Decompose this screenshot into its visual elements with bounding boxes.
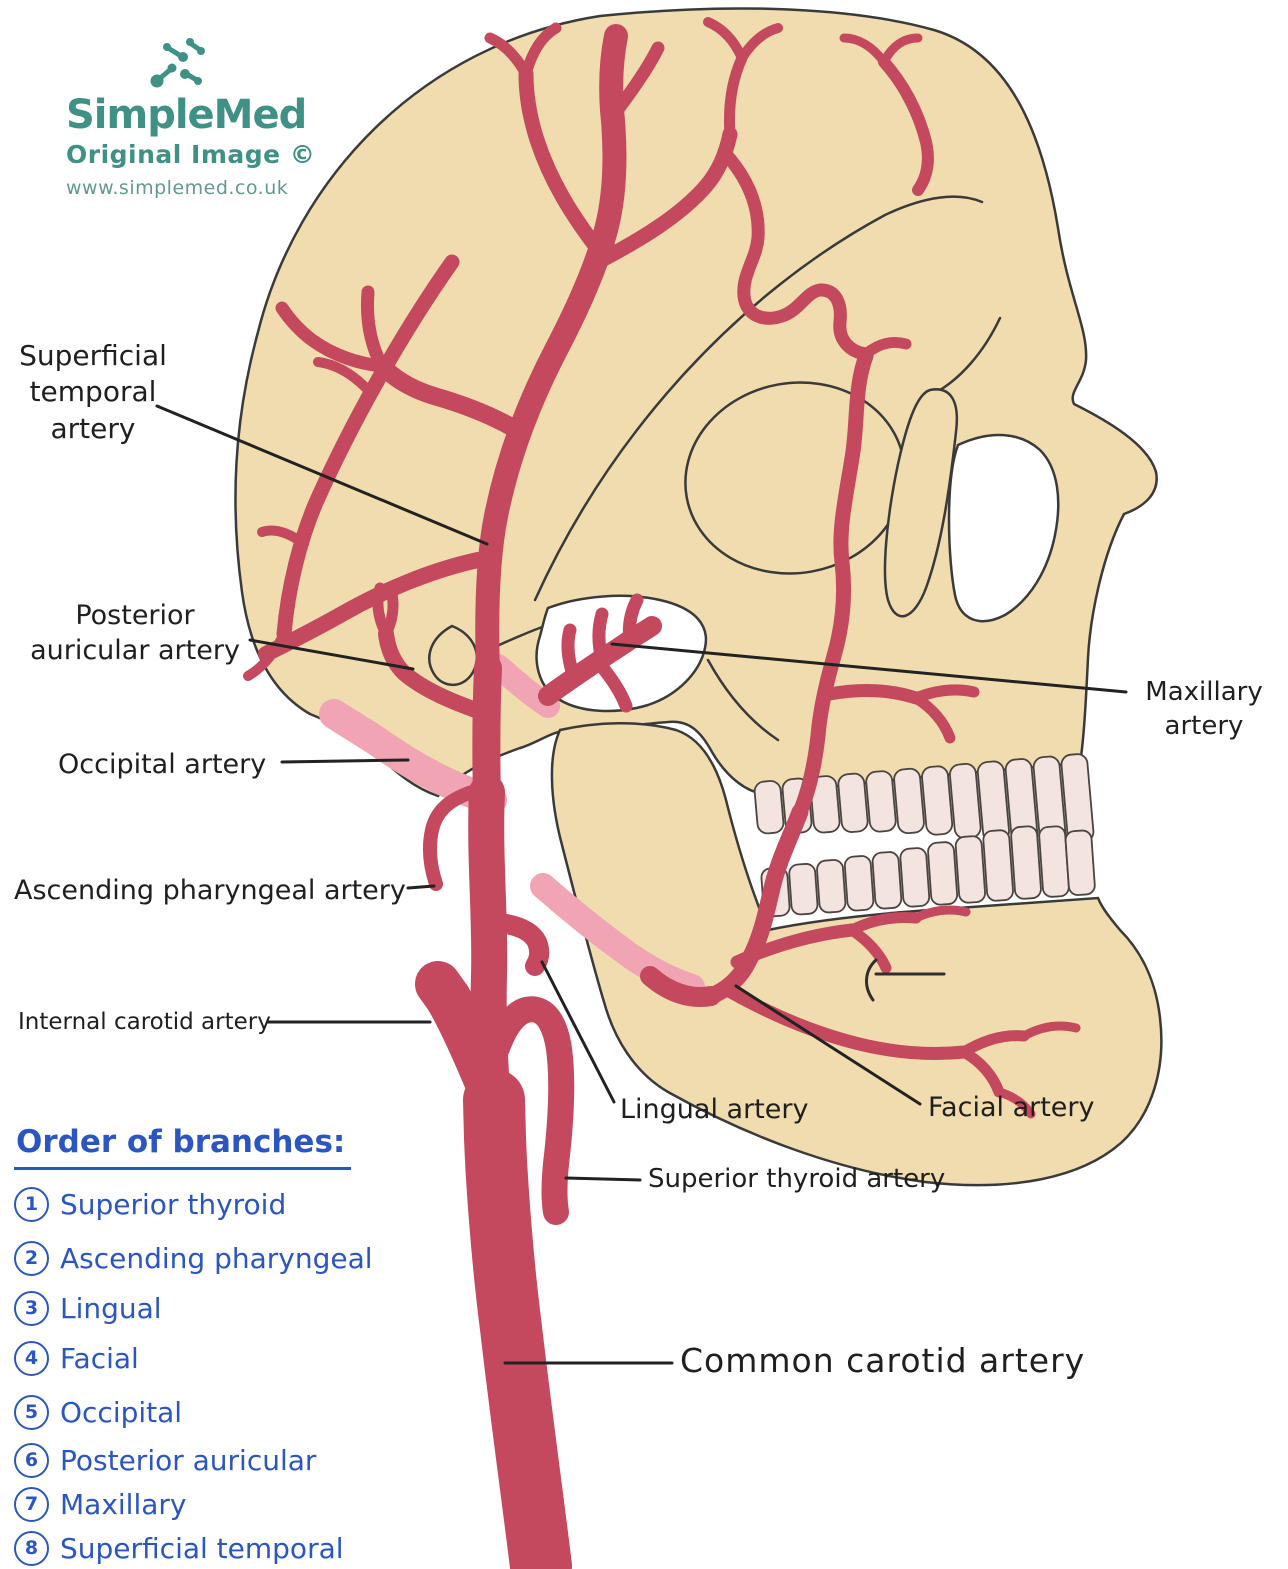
label-facial-artery: Facial artery [928,1092,1095,1123]
label-superficial-temporal-artery: Superficial temporal artery [19,339,167,445]
zygomatic-ridge [883,388,959,618]
label-common-carotid-artery: Common carotid artery [680,1341,1086,1380]
order-item-2-number: 2 [14,1240,49,1276]
order-item-7-label: Maxillary [60,1487,187,1521]
label-superior-thyroid-artery: Superior thyroid artery [648,1164,946,1194]
leader-superior-thyroid [564,1176,642,1182]
order-item-4: 4 Facial [14,1338,434,1378]
order-item-3-label: Lingual [60,1291,162,1325]
order-item-2-label: Ascending pharyngeal [60,1241,373,1275]
leader-posterior-auricular [248,638,415,671]
nasal-aperture [947,433,1060,623]
order-of-branches-list: Order of branches: 1 Superior thyroid 2 … [14,1124,434,1569]
label-internal-carotid-artery: Internal carotid artery [18,1009,271,1035]
ascending-pharyngeal-vessel [422,785,479,891]
leader-facial [734,984,922,1106]
lingual-artery-vessel [482,912,550,976]
order-list-title: Order of branches: [14,1124,352,1170]
order-item-1-label: Superior thyroid [60,1187,287,1221]
jaw-detail-marks [865,958,946,1002]
order-item-1: 1 Superior thyroid [14,1184,434,1224]
maxillary-artery-vessel [538,593,662,713]
label-maxillary-artery: Maxillary artery [1145,677,1263,741]
superficial-temporal-vessel [243,17,934,684]
leader-superficial-temporal [155,404,489,546]
order-item-4-number: 4 [14,1340,49,1376]
order-item-6: 6 Posterior auricular [14,1440,434,1480]
leader-lingual [540,960,616,1104]
order-item-8: 8 Superficial temporal [14,1528,434,1568]
website-url: www.simplemed.co.uk [66,177,289,199]
order-item-3-number: 3 [14,1290,49,1326]
facial-artery-vessel [640,348,1081,1119]
label-occipital-artery: Occipital artery [58,749,267,780]
common-carotid-vessel [463,1069,572,1569]
order-item-6-number: 6 [14,1442,49,1478]
order-item-5-label: Occipital [60,1395,183,1429]
ear-canal [428,624,478,686]
order-item-2: 2 Ascending pharyngeal [14,1238,434,1278]
skull-bone [234,7,1163,1187]
order-item-1-number: 1 [14,1186,49,1222]
leader-lines [155,404,1128,1365]
simplemed-logo: SimpleMed Original Image © www.simplemed… [66,36,316,199]
leader-maxillary [610,642,1128,694]
order-item-3: 3 Lingual [14,1288,434,1328]
order-item-8-number: 8 [14,1530,49,1566]
mandible [550,721,1163,1187]
leader-occipital [280,758,410,764]
leader-ascending-pharyngeal [406,884,436,890]
label-ascending-pharyngeal-artery: Ascending pharyngeal artery [14,875,406,906]
brand-name: SimpleMed [66,92,307,138]
order-item-4-label: Facial [60,1341,139,1375]
order-item-5-number: 5 [14,1394,49,1430]
order-item-6-label: Posterior auricular [60,1443,317,1477]
artery-tree [243,17,1081,1569]
order-item-7: 7 Maxillary [14,1484,434,1524]
superior-thyroid-vessel [484,996,575,1225]
copyright-line: Original Image © [66,140,316,169]
label-posterior-auricular-artery: Posterior auricular artery [30,600,240,667]
molecule-icon [150,36,316,92]
order-item-5: 5 Occipital [14,1392,434,1432]
order-item-8-label: Superficial temporal [60,1531,344,1565]
label-lingual-artery: Lingual artery [620,1094,809,1125]
order-item-7-number: 7 [14,1486,49,1522]
